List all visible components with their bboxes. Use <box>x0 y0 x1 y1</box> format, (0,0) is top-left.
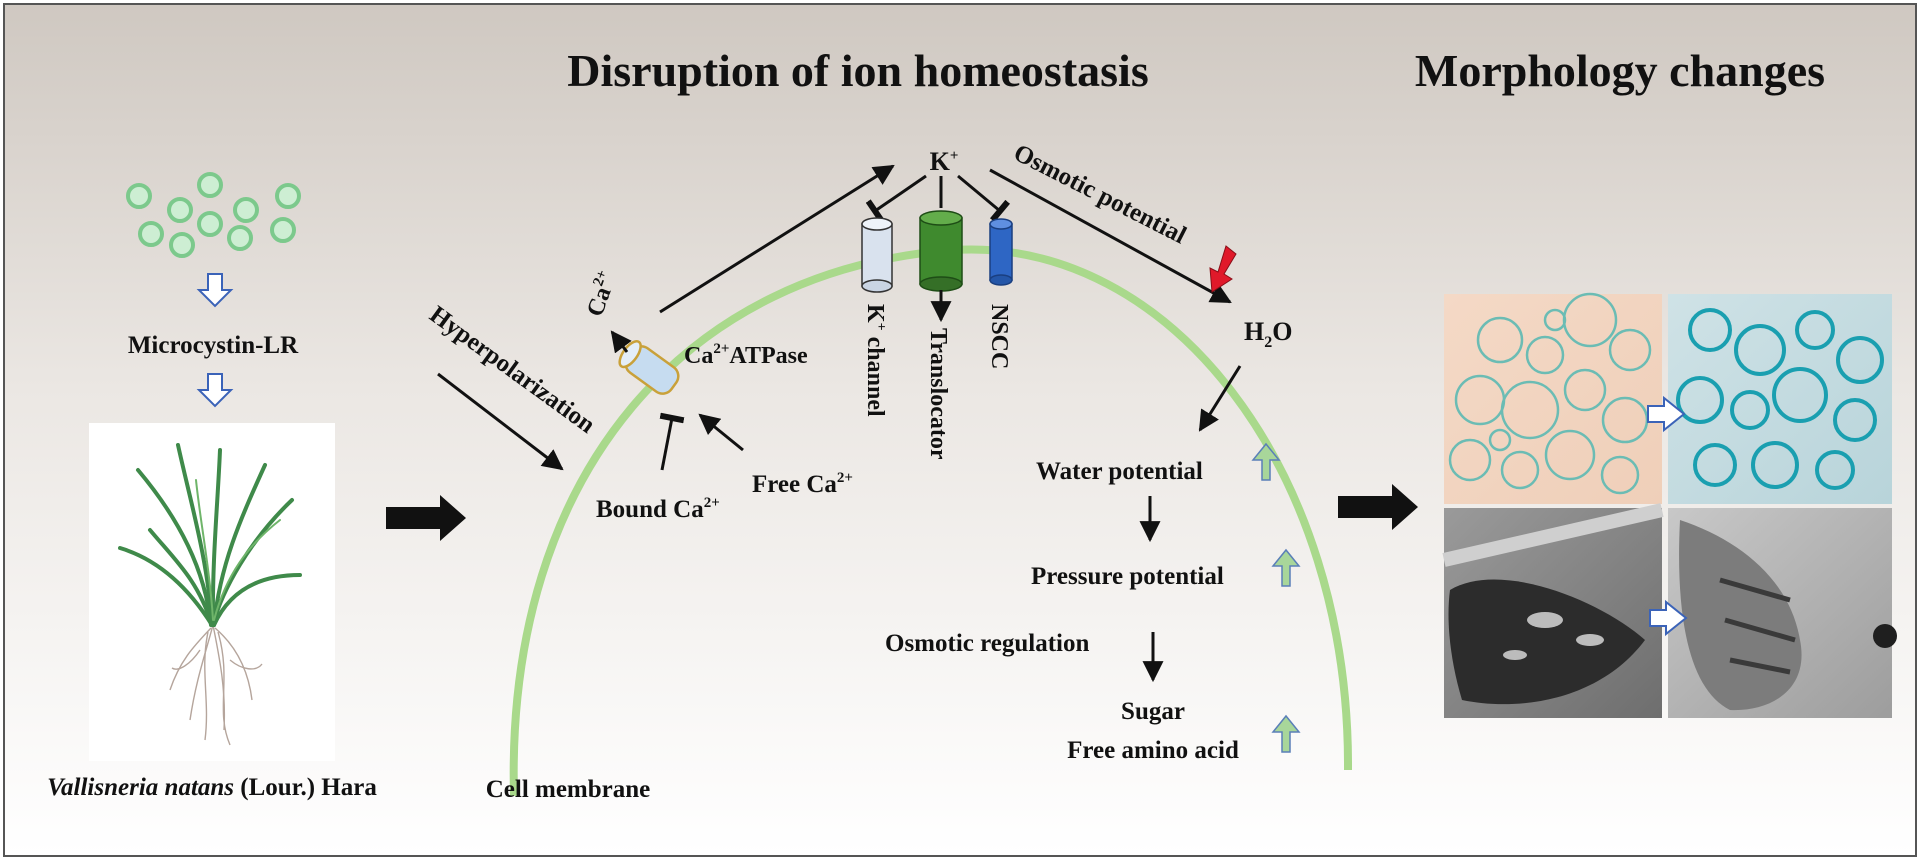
flow-arrow-right <box>1338 484 1418 530</box>
k-channel-base: K <box>862 304 888 323</box>
k-to-water-arrow <box>989 168 1232 304</box>
down-arrow-hollow <box>196 373 234 408</box>
bound-ca-label: Bound Ca2+ <box>596 495 720 523</box>
k-channel-inhibition <box>865 174 927 223</box>
atpase-base: Ca <box>684 343 713 369</box>
h2o-label: H2O <box>1244 317 1292 351</box>
nscc-cylinder <box>989 218 1013 286</box>
bound-ca-base: Bound Ca <box>596 496 704 523</box>
h2o-o: O <box>1272 317 1292 346</box>
ca-atpase-transporter <box>618 340 680 395</box>
ca-to-k-arrow <box>659 164 895 314</box>
comparison-arrow-icon <box>1649 599 1688 637</box>
cyanobacteria-cell <box>227 225 253 251</box>
title-ion-homeostasis: Disruption of ion homeostasis <box>567 45 1148 96</box>
ca-efflux-arrow <box>610 330 632 354</box>
bound-ca-sup: 2+ <box>704 495 720 511</box>
species-authority: (Lour.) Hara <box>234 774 377 801</box>
cyanobacteria-cell <box>167 197 193 223</box>
light-micrograph-control <box>1444 292 1662 504</box>
species-italic: Vallisneria natans <box>47 774 234 801</box>
plant-illustration <box>89 423 335 761</box>
pressure-potential-label: Pressure potential <box>1031 563 1224 590</box>
ca-out-sup: 2+ <box>590 268 611 289</box>
cyanobacteria-cell <box>275 183 301 209</box>
osmotic-regulation-label: Osmotic regulation <box>885 630 1089 657</box>
tem-micrograph-treated <box>1668 508 1897 718</box>
h2o-to-water-potential-arrow <box>1198 365 1242 432</box>
atpase-sup: 2+ <box>713 341 729 357</box>
sugar-label: Sugar <box>1121 698 1185 725</box>
k-sup: + <box>950 148 959 164</box>
cyanobacteria-cell <box>197 172 223 198</box>
flow-arrow-right <box>386 495 466 541</box>
water-potential-label: Water potential <box>1036 458 1203 485</box>
down-arrow-hollow <box>196 273 234 308</box>
cyanobacteria-cell <box>270 217 296 243</box>
nscc-label: NSCC <box>986 304 1012 369</box>
h2o-sub: 2 <box>1264 334 1272 351</box>
free-amino-acid-label: Free amino acid <box>1067 737 1239 764</box>
free-ca-sup: 2+ <box>837 470 853 486</box>
translocator-cylinder <box>919 210 963 292</box>
free-ca-base: Free Ca <box>752 471 837 498</box>
decrease-arrow-icon <box>1209 245 1237 293</box>
k-channel-sup: + <box>873 323 888 331</box>
ca-atpase-label: Ca2+ATPase <box>684 341 808 369</box>
cyanobacteria-cluster <box>126 172 301 258</box>
cyanobacteria-cell <box>126 183 152 209</box>
free-ca-arrow <box>698 413 744 452</box>
k-base: K <box>930 147 951 176</box>
title-morphology-changes: Morphology changes <box>1415 45 1825 96</box>
k-channel-rest: channel <box>862 331 888 417</box>
nscc-inhibition <box>957 174 1010 223</box>
cyanobacteria-cell <box>233 197 259 223</box>
translocator-label: Translocator <box>925 328 951 460</box>
plant-species-label: Vallisneria natans (Lour.) Hara <box>47 774 377 801</box>
increase-arrow-icon <box>1251 442 1281 481</box>
cell-membrane-label: Cell membrane <box>486 776 651 803</box>
light-micrograph-treated <box>1668 294 1892 504</box>
tem-micrograph-control <box>1442 503 1664 718</box>
k-channel-cylinder <box>861 217 893 293</box>
increase-arrow-icon <box>1271 714 1301 753</box>
k-ion-label: K+ <box>930 147 959 176</box>
k-channel-label: K+ channel <box>862 304 888 417</box>
bound-ca-inhibition <box>659 412 685 471</box>
hyperpolarization-arrow <box>437 372 564 471</box>
cyanobacteria-cell <box>169 232 195 258</box>
cyanobacteria-cell <box>197 211 223 237</box>
cyanobacteria-cell <box>138 221 164 247</box>
free-ca-label: Free Ca2+ <box>752 470 853 498</box>
h2o-h: H <box>1244 317 1264 346</box>
increase-arrow-icon <box>1271 548 1301 587</box>
microcystin-label: Microcystin-LR <box>128 332 299 359</box>
comparison-arrow-icon <box>1647 395 1686 433</box>
atpase-rest: ATPase <box>729 343 808 369</box>
